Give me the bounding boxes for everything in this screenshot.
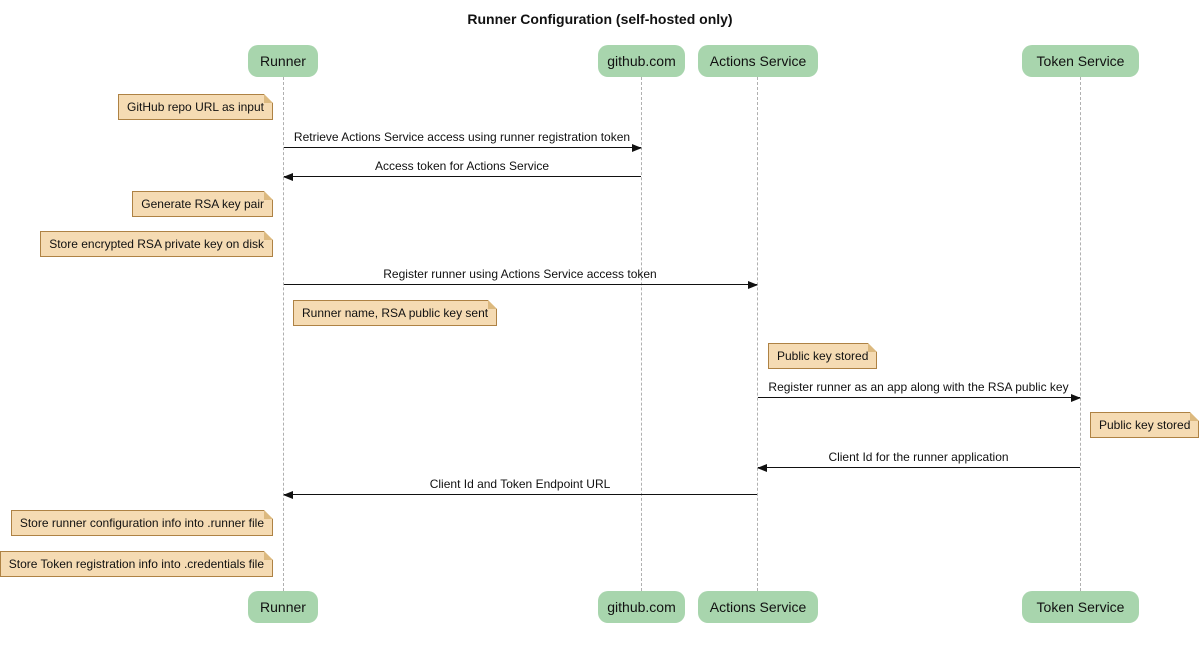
note-text: Store Token registration info into .cred… (8, 557, 264, 571)
message-label-client-id-runner-app: Client Id for the runner application (828, 450, 1009, 464)
message-arrow-access-token (283, 173, 641, 181)
note-fold-icon (488, 300, 498, 309)
note-public-key-stored-token: Public key stored (1090, 412, 1200, 438)
message-arrow-register-app (758, 394, 1081, 402)
note-text: Generate RSA key pair (141, 197, 264, 211)
arrowhead-right-icon (1071, 394, 1081, 402)
arrowhead-right-icon (632, 144, 642, 152)
note-fold-icon (868, 343, 878, 352)
arrowhead-left-icon (283, 491, 293, 499)
participant-github-top: github.com (598, 45, 685, 77)
note-text: Runner name, RSA public key sent (302, 306, 489, 320)
lifeline-actions-service (757, 77, 758, 591)
participant-runner-top: Runner (248, 45, 318, 77)
arrowhead-left-icon (757, 464, 767, 472)
note-github-repo-url-input: GitHub repo URL as input (118, 94, 273, 120)
message-label-client-id-endpoint: Client Id and Token Endpoint URL (429, 477, 611, 491)
note-fold-icon (264, 94, 273, 103)
participant-actions-service-bottom: Actions Service (698, 591, 818, 623)
note-store-runner-config: Store runner configuration info into .ru… (10, 510, 273, 536)
message-label-register-runner: Register runner using Actions Service ac… (383, 267, 657, 281)
message-arrow-register-runner (284, 281, 758, 289)
message-label-retrieve-access: Retrieve Actions Service access using ru… (293, 130, 631, 144)
arrowhead-right-icon (748, 281, 758, 289)
note-public-key-stored-actions: Public key stored (768, 343, 878, 369)
note-fold-icon (264, 231, 273, 240)
message-arrow-client-id-endpoint (283, 491, 757, 499)
participant-token-service-top: Token Service (1022, 45, 1139, 77)
message-label-access-token: Access token for Actions Service (374, 159, 550, 173)
lifeline-token-service (1080, 77, 1081, 591)
note-fold-icon (264, 191, 273, 200)
participant-github-bottom: github.com (598, 591, 685, 623)
message-arrow-retrieve-access (284, 144, 642, 152)
participant-token-service-bottom: Token Service (1022, 591, 1139, 623)
note-text: Store encrypted RSA private key on disk (49, 237, 264, 251)
note-text: Public key stored (777, 349, 869, 363)
note-fold-icon (264, 551, 273, 560)
note-fold-icon (1190, 412, 1200, 421)
note-fold-icon (264, 510, 273, 519)
message-label-register-app: Register runner as an app along with the… (768, 380, 1069, 394)
note-generate-rsa-key-pair: Generate RSA key pair (132, 191, 273, 217)
arrowhead-left-icon (283, 173, 293, 181)
note-text: GitHub repo URL as input (127, 100, 264, 114)
diagram-title: Runner Configuration (self-hosted only) (467, 11, 733, 27)
lifeline-runner (283, 77, 284, 591)
note-text: Store runner configuration info into .ru… (19, 516, 264, 530)
note-text: Public key stored (1099, 418, 1191, 432)
lifeline-github (641, 77, 642, 591)
participant-runner-bottom: Runner (248, 591, 318, 623)
message-arrow-client-id-runner-app (757, 464, 1080, 472)
note-store-encrypted-private-key: Store encrypted RSA private key on disk (40, 231, 273, 257)
note-store-token-registration: Store Token registration info into .cred… (0, 551, 273, 577)
participant-actions-service-top: Actions Service (698, 45, 818, 77)
note-runner-name-public-key-sent: Runner name, RSA public key sent (293, 300, 498, 326)
